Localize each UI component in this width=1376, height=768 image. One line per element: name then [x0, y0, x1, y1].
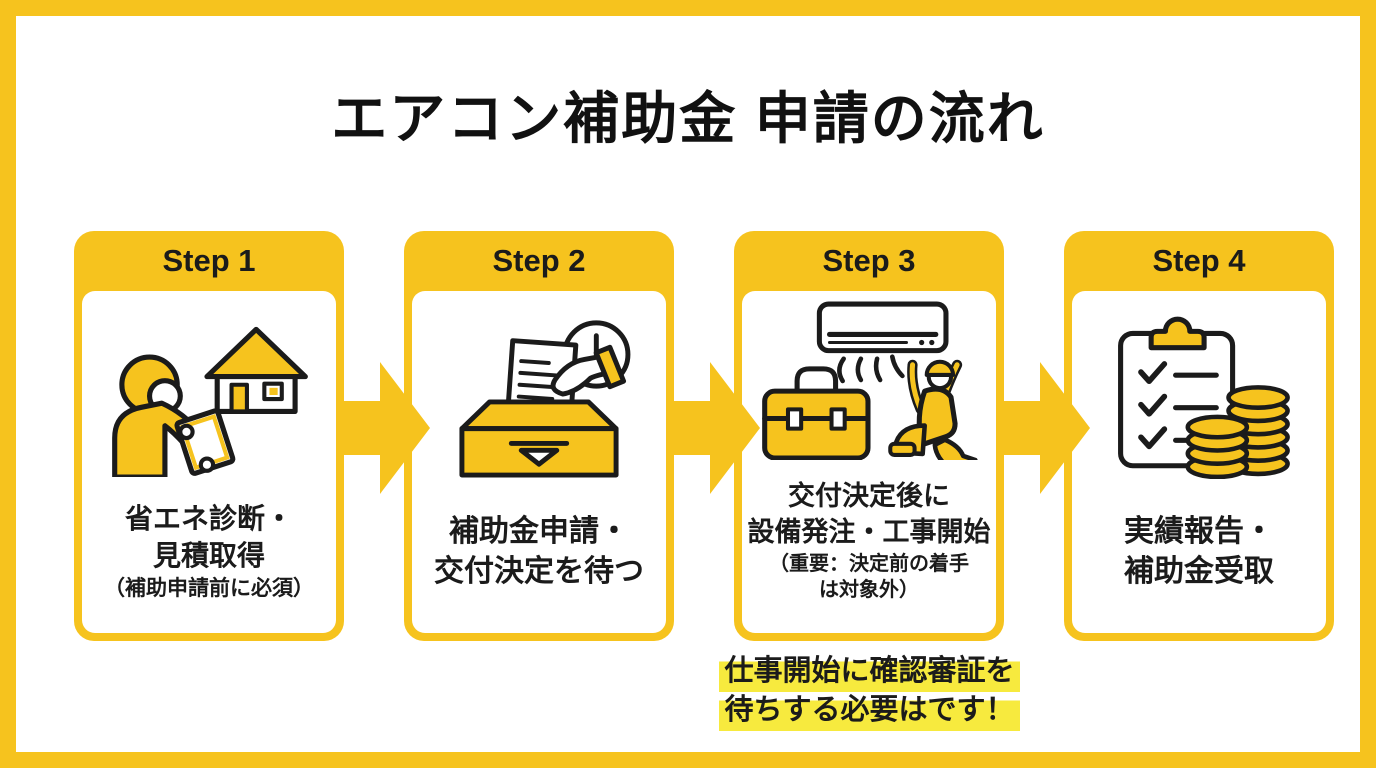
step-1-title-line: 省エネ診断・: [124, 503, 293, 535]
step-2-title-line: 交付決定を待つ: [434, 555, 644, 588]
arrow-right-icon: [668, 362, 760, 494]
step-2-title-line: 補助金申請・: [449, 515, 629, 549]
step-3-subtext: は対象外）: [819, 578, 919, 601]
note-line: 仕事開始に確認審証を: [719, 654, 1020, 693]
surveyor-with-tablet-and-house-icon: [105, 307, 313, 483]
arrow-right-icon: [338, 362, 430, 494]
step-3-header: Step 3: [822, 243, 916, 278]
step-1-header: Step 1: [162, 243, 256, 278]
step-card-2: Step 2: [404, 231, 674, 641]
step-2-header: Step 2: [492, 243, 586, 278]
step-3-title-line: 設備発注・工事開始: [747, 517, 991, 547]
checklist-and-coins-icon: [1099, 307, 1299, 483]
step-card-4: Step 4: [1064, 231, 1334, 641]
step-3-title-line: 交付決定後に: [788, 481, 950, 512]
page-title: エアコン補助金 申請の流れ: [331, 87, 1045, 150]
step-card-3: Step 3: [734, 231, 1004, 641]
step-4-header: Step 4: [1152, 243, 1246, 278]
important-note: 仕事開始に確認審証を 待ちする必要はです！: [692, 654, 1047, 732]
step-4-title-line: 実績報告・: [1124, 515, 1274, 549]
step-3-subtext: （重要：決定前の着手: [769, 552, 969, 575]
steps-row: Step 1: [74, 231, 1334, 641]
note-line: 待ちする必要はです！: [719, 693, 1020, 732]
step-1-subtext: （補助申請前に必須）: [104, 577, 314, 601]
step-4-title-line: 補助金受取: [1124, 555, 1274, 588]
submit-application-box-with-clock-icon: [436, 307, 642, 483]
arrow-right-icon: [998, 362, 1090, 494]
ac-unit-toolbox-worker-icon: [756, 299, 982, 461]
step-1-title-line: 見積取得: [152, 540, 265, 572]
step-card-1: Step 1: [74, 231, 344, 641]
